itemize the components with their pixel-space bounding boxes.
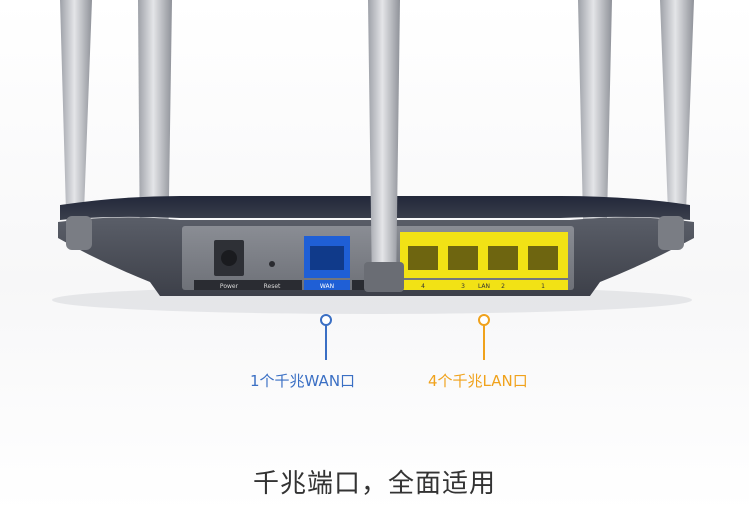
lan-number-1: 1 <box>541 283 545 290</box>
wan-pointer-dot <box>320 314 332 326</box>
label-strip-lan <box>400 280 568 290</box>
lan-pointer-dot <box>478 314 490 326</box>
label-strip-wan <box>304 280 350 290</box>
lan-number-3: 3 <box>461 283 465 290</box>
antenna-center <box>368 0 400 290</box>
antenna-center-base <box>364 262 404 292</box>
lan-port-4 <box>408 246 438 270</box>
wan-callout-text: 1个千兆WAN口 <box>250 372 356 390</box>
lan-port-3 <box>448 246 478 270</box>
left-hinge <box>66 216 92 250</box>
wan-label: WAN <box>320 283 334 290</box>
lan-callout-text: 4个千兆LAN口 <box>428 372 528 390</box>
lan-port-1 <box>528 246 558 270</box>
antenna-far-left <box>60 0 92 212</box>
right-hinge <box>658 216 684 250</box>
lan-number-2: 2 <box>501 283 505 290</box>
headline: 千兆端口，全面适用 <box>252 469 496 499</box>
reset-hole <box>269 261 275 267</box>
lan-port-2 <box>488 246 518 270</box>
label-strip-left <box>194 280 302 290</box>
power-jack-hole <box>221 250 237 266</box>
antenna-far-right <box>660 0 694 212</box>
power-label: Power <box>220 283 239 290</box>
reset-label: Reset <box>264 283 281 290</box>
lan-label: LAN <box>478 283 490 290</box>
wan-port-socket <box>310 246 344 270</box>
lan-number-4: 4 <box>421 283 425 290</box>
